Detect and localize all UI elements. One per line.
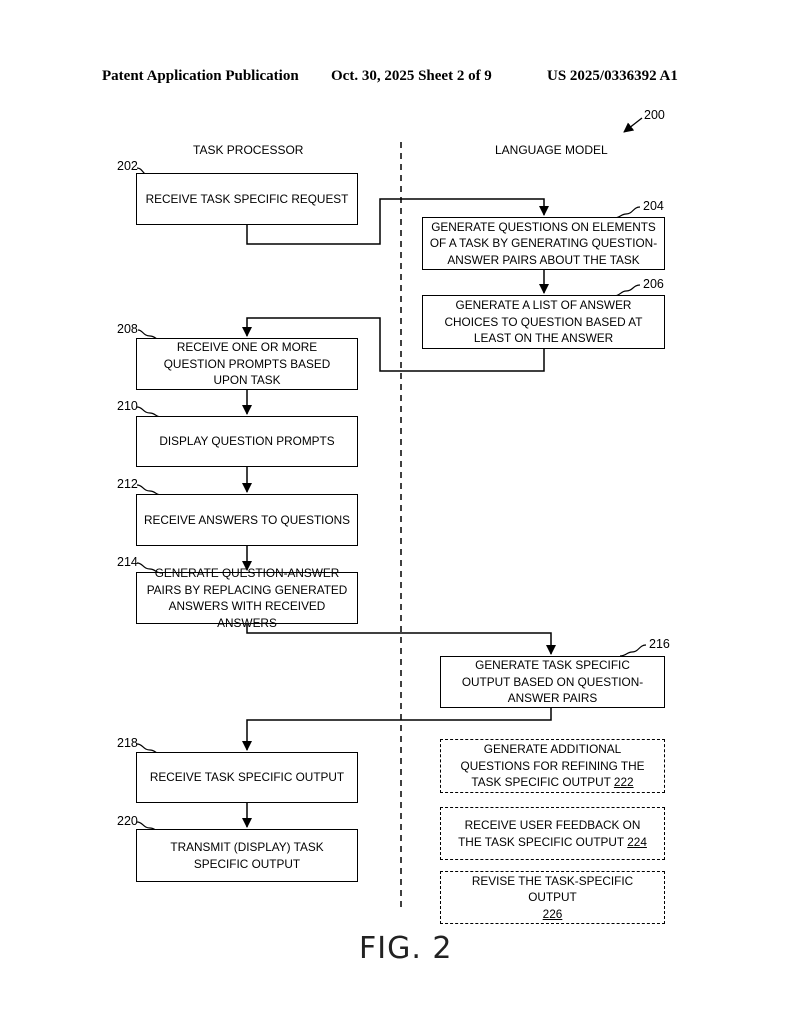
step-220-text: TRANSMIT (DISPLAY) TASK SPECIFIC OUTPUT (170, 840, 324, 871)
ref-202: 202 (117, 159, 138, 173)
step-224-text: RECEIVE USER FEEDBACK ON THE TASK SPECIF… (458, 818, 641, 849)
ref-206: 206 (643, 277, 664, 291)
figure-caption: FIG. 2 (359, 931, 453, 966)
arrow-214-to-216 (246, 624, 556, 655)
step-224-ref: 224 (627, 834, 647, 849)
step-220-box: TRANSMIT (DISPLAY) TASK SPECIFIC OUTPUT (136, 829, 358, 882)
ref-208: 208 (117, 322, 138, 336)
step-226-content: REVISE THE TASK-SPECIFIC OUTPUT 226 (446, 873, 659, 923)
leader-216 (619, 644, 647, 657)
step-204-box: GENERATE QUESTIONS ON ELEMENTS OF A TASK… (422, 217, 665, 270)
step-202-text: RECEIVE TASK SPECIFIC REQUEST (145, 191, 349, 206)
ref-216: 216 (649, 637, 670, 651)
step-222-content: GENERATE ADDITIONAL QUESTIONS FOR REFINI… (449, 741, 656, 791)
arrow-216-to-218 (242, 708, 552, 751)
step-218-text: RECEIVE TASK SPECIFIC OUTPUT (149, 770, 345, 785)
step-202-box: RECEIVE TASK SPECIFIC REQUEST (136, 173, 358, 225)
step-216-box: GENERATE TASK SPECIFIC OUTPUT BASED ON Q… (440, 656, 665, 708)
step-224-box: RECEIVE USER FEEDBACK ON THE TASK SPECIF… (440, 807, 665, 860)
step-210-text: DISPLAY QUESTION PROMPTS (159, 434, 335, 449)
arrow-202-to-204 (246, 198, 549, 245)
step-206-text: GENERATE A LIST OF ANSWER CHOICES TO QUE… (444, 298, 643, 346)
step-222-text: GENERATE ADDITIONAL QUESTIONS FOR REFINI… (460, 742, 645, 790)
step-204-text: GENERATE QUESTIONS ON ELEMENTS OF A TASK… (429, 219, 658, 267)
step-226-text: REVISE THE TASK-SPECIFIC OUTPUT (471, 873, 634, 905)
step-210-box: DISPLAY QUESTION PROMPTS (136, 416, 358, 467)
step-214-box: GENERATE QUESTION-ANSWER PAIRS BY REPLAC… (136, 566, 358, 630)
step-212-box: RECEIVE ANSWERS TO QUESTIONS (136, 494, 358, 546)
step-208-text: RECEIVE ONE OR MORE QUESTION PROMPTS BAS… (163, 340, 331, 388)
step-206-box: GENERATE A LIST OF ANSWER CHOICES TO QUE… (422, 295, 665, 349)
ref-214: 214 (117, 555, 138, 569)
ref-220: 220 (117, 814, 138, 828)
step-222-ref: 222 (613, 775, 634, 790)
step-214-text: GENERATE QUESTION-ANSWER PAIRS BY REPLAC… (146, 566, 348, 630)
arrow-206-to-208 (242, 317, 545, 372)
ref-200-pointer (623, 117, 643, 133)
leader-206 (613, 284, 641, 297)
ref-218: 218 (117, 736, 138, 750)
step-226-ref: 226 (542, 906, 563, 921)
column-label-language-model: LANGUAGE MODEL (495, 143, 608, 157)
ref-204: 204 (643, 199, 664, 213)
step-218-box: RECEIVE TASK SPECIFIC OUTPUT (136, 752, 358, 803)
step-222-box: GENERATE ADDITIONAL QUESTIONS FOR REFINI… (440, 739, 665, 793)
step-212-text: RECEIVE ANSWERS TO QUESTIONS (143, 512, 351, 527)
step-226-box: REVISE THE TASK-SPECIFIC OUTPUT 226 (440, 871, 665, 924)
step-224-content: RECEIVE USER FEEDBACK ON THE TASK SPECIF… (455, 817, 650, 850)
figure-ref-200: 200 (644, 108, 665, 122)
step-208-box: RECEIVE ONE OR MORE QUESTION PROMPTS BAS… (136, 338, 358, 390)
column-label-task-processor: TASK PROCESSOR (193, 143, 304, 157)
ref-212: 212 (117, 477, 138, 491)
ref-210: 210 (117, 399, 138, 413)
publication-date-sheet: Oct. 30, 2025 Sheet 2 of 9 (331, 68, 492, 84)
step-216-text: GENERATE TASK SPECIFIC OUTPUT BASED ON Q… (461, 658, 644, 706)
publication-number: US 2025/0336392 A1 (547, 68, 678, 84)
publication-title: Patent Application Publication (102, 68, 299, 84)
